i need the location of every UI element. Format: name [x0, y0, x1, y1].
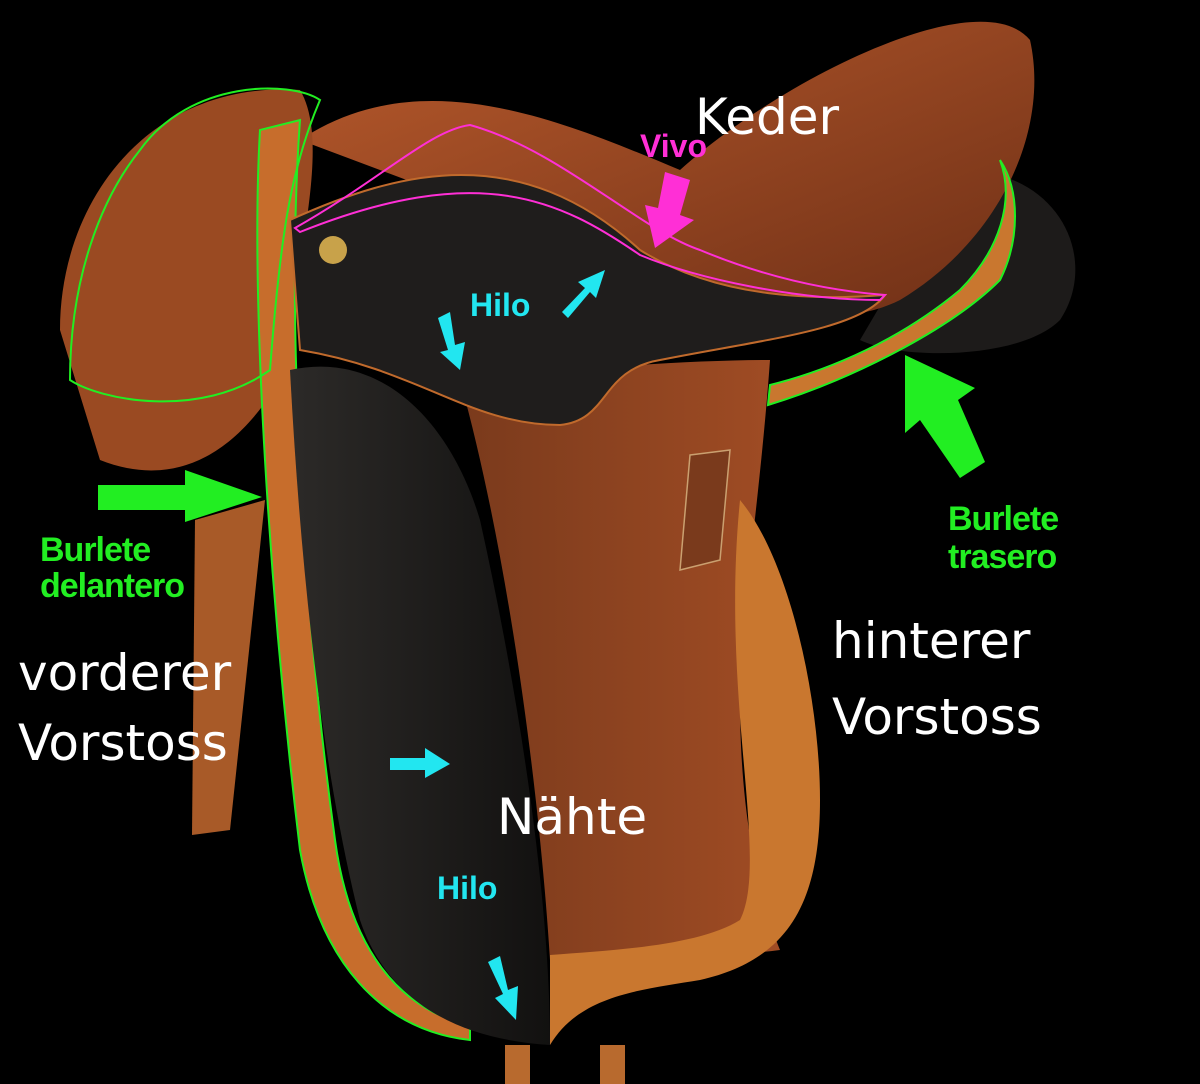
- label-burlete-delantero: Burlete delantero: [40, 531, 185, 605]
- label-line: vorderer: [18, 644, 232, 702]
- brand-logo: [679, 449, 731, 571]
- pommel: [60, 89, 313, 471]
- label-hinterer-vorstoss: hinterer Vorstoss: [832, 603, 1042, 755]
- label-vorderer-vorstoss: vorderer Vorstoss: [18, 638, 231, 778]
- black-panel: [290, 366, 550, 1045]
- cyan-arrow-1: [562, 270, 605, 318]
- label-line: hinterer: [832, 612, 1031, 670]
- green-arrow-rear: [905, 355, 985, 478]
- cyan-arrow-3: [390, 748, 450, 778]
- stirrup-leather: [192, 500, 265, 835]
- cyan-arrow-2: [438, 312, 465, 370]
- knee-roll-outline: [68, 87, 322, 403]
- magenta-arrow: [645, 172, 694, 248]
- label-line: Vorstoss: [18, 714, 228, 772]
- label-line: trasero: [948, 538, 1057, 576]
- label-hilo-top: Hilo: [470, 287, 531, 323]
- green-arrow-front: [98, 470, 262, 522]
- girth-strap-2: [600, 1045, 625, 1084]
- cyan-arrow-4: [488, 956, 518, 1020]
- brass-button: [319, 236, 347, 264]
- rear-roll: [766, 159, 1016, 407]
- label-burlete-trasero: Burlete trasero: [948, 500, 1059, 576]
- vivo-outline: [293, 123, 888, 302]
- girth-strap-1: [505, 1045, 530, 1084]
- label-vivo: Vivo: [640, 128, 707, 164]
- cantle: [860, 170, 1076, 354]
- label-keder: Keder: [695, 88, 840, 146]
- label-line: Vorstoss: [832, 688, 1042, 746]
- skirt: [288, 174, 888, 427]
- label-line: delantero: [40, 567, 185, 605]
- label-naehte: Nähte: [497, 788, 648, 846]
- label-line: Burlete: [948, 500, 1059, 538]
- tan-panel: [550, 500, 820, 1045]
- label-hilo-bottom: Hilo: [437, 870, 498, 906]
- label-line: Burlete: [40, 531, 151, 569]
- seat: [300, 21, 1035, 317]
